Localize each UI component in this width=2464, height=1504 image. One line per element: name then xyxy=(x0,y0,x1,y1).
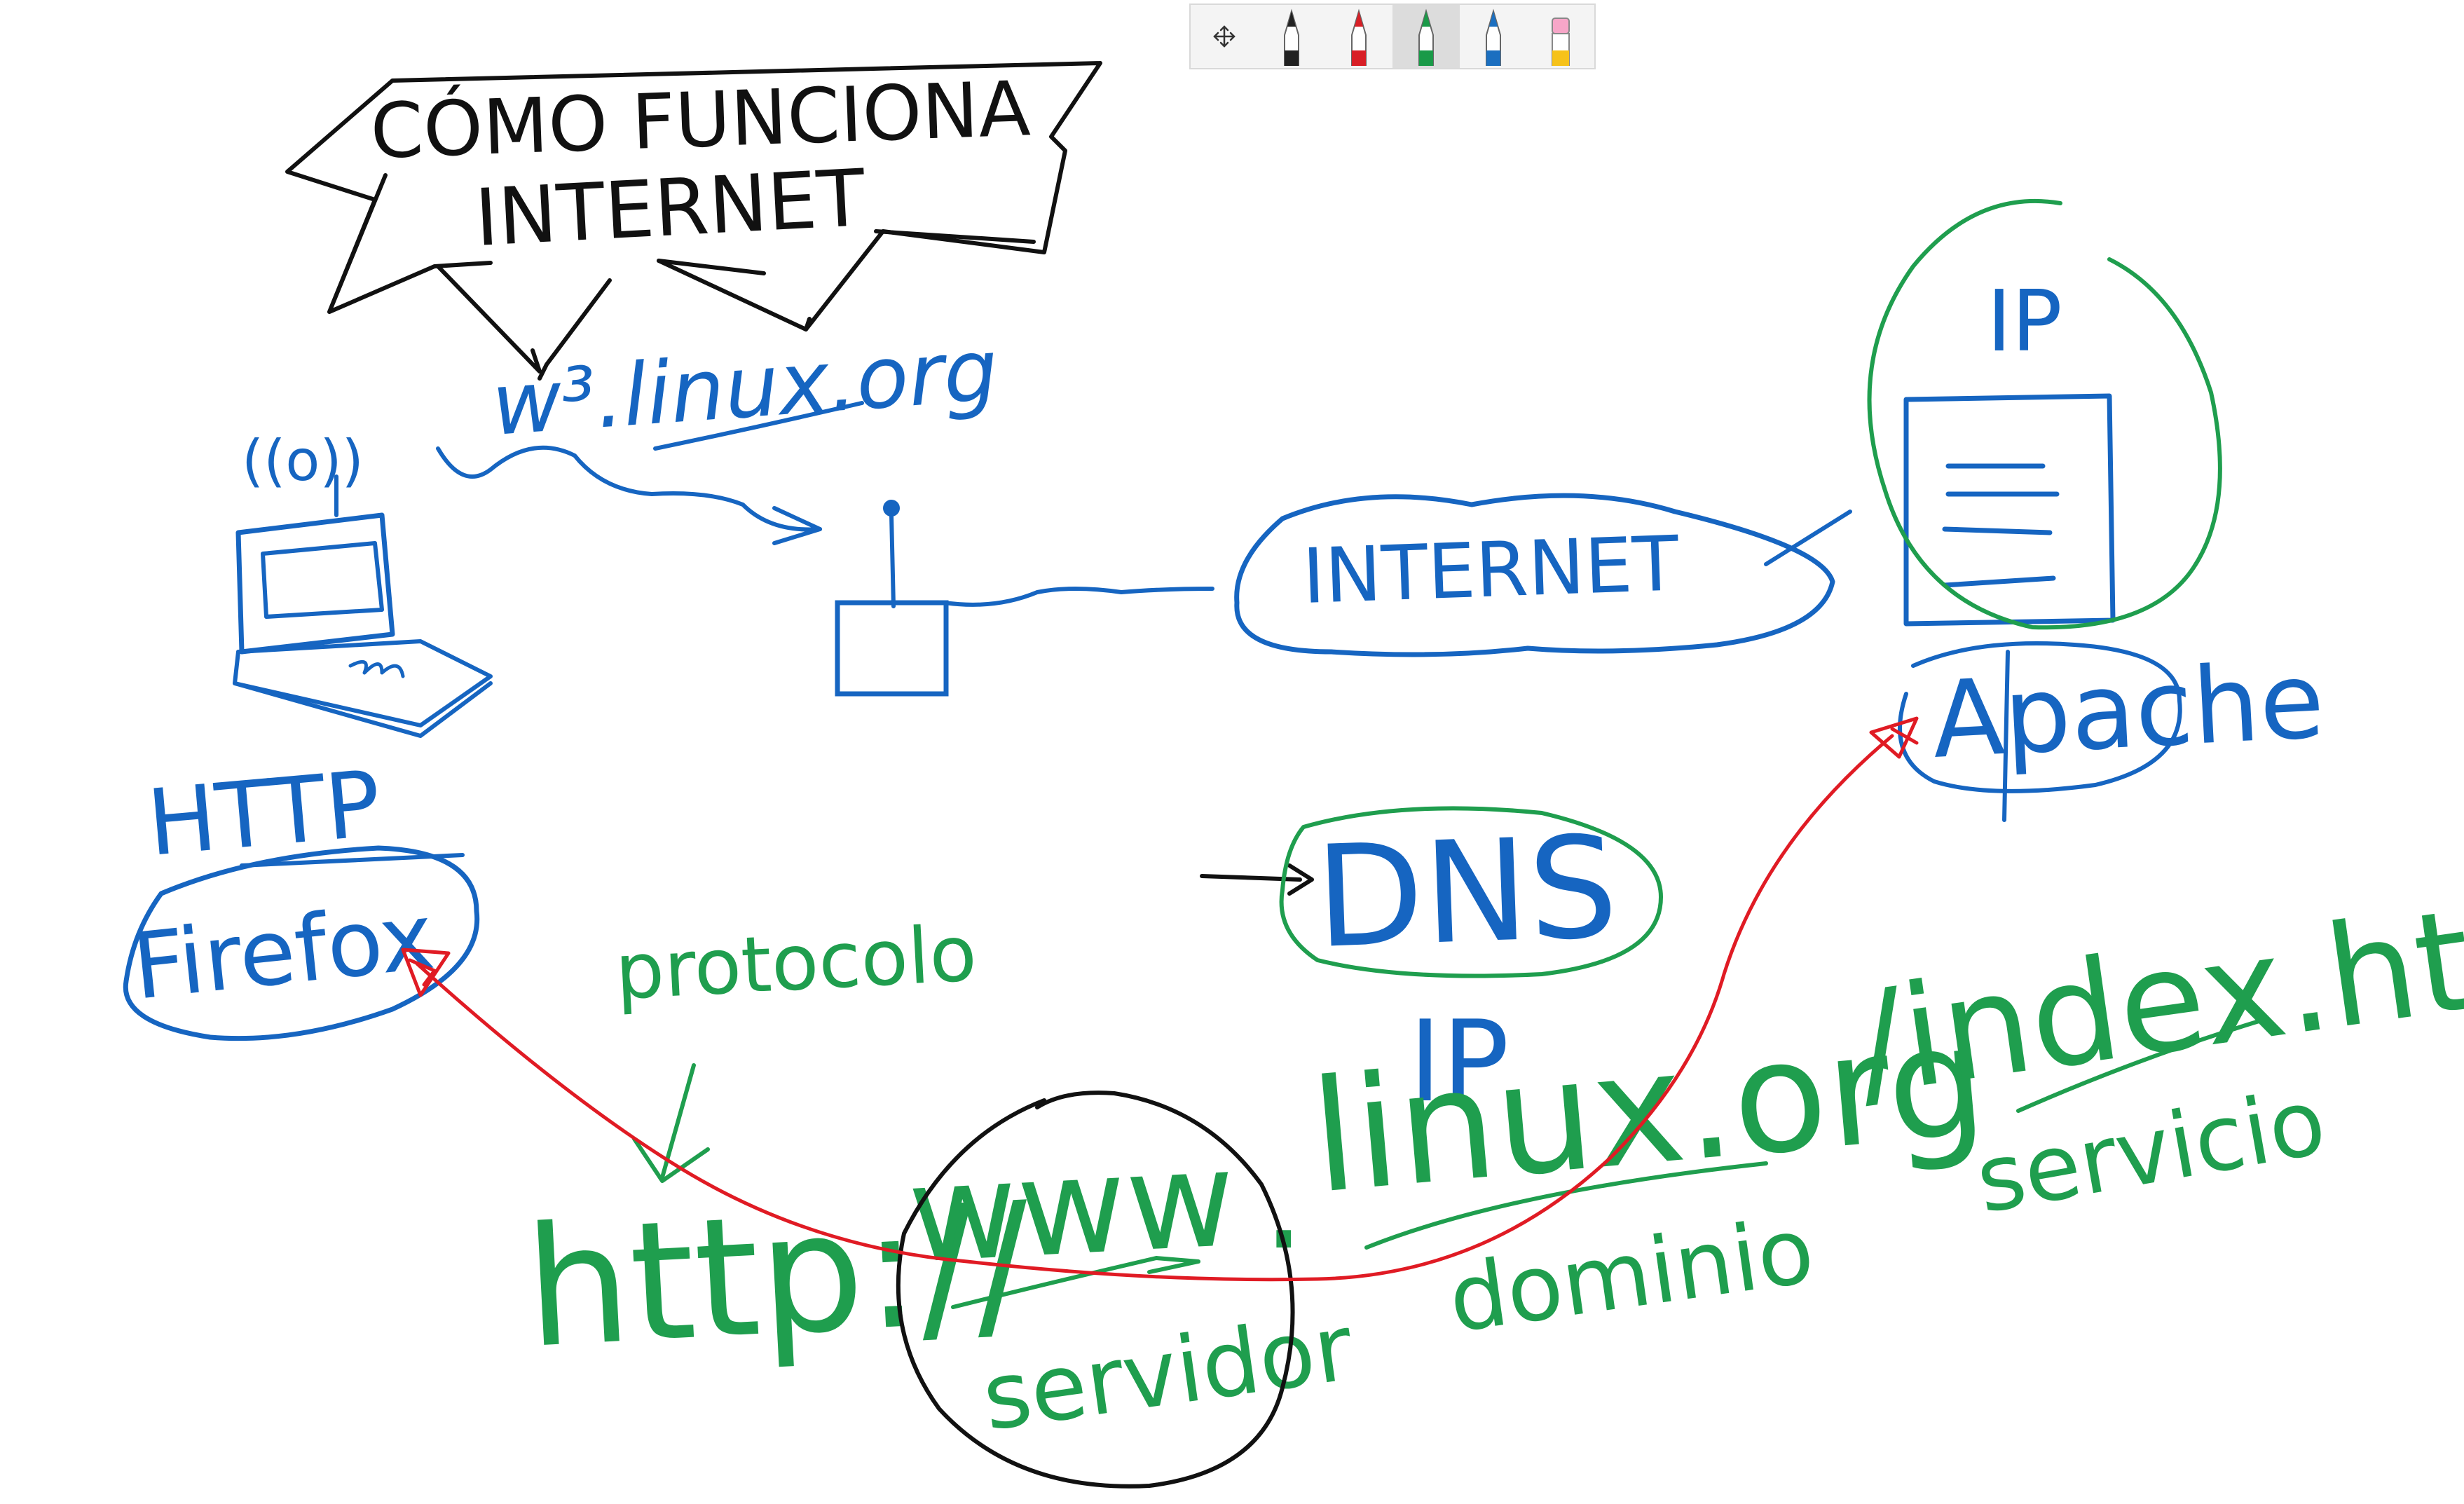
dns-label: DNS xyxy=(1313,806,1620,980)
firefox-label: Firefox xyxy=(128,883,439,1020)
server-ip: IP xyxy=(1987,273,2062,371)
request-path xyxy=(415,734,1894,1282)
pen-red-tool[interactable] xyxy=(1325,5,1392,68)
wifi-signal: ((o)) xyxy=(242,428,364,493)
url-http: http:// xyxy=(521,1168,1036,1385)
path-underline xyxy=(2016,1018,2266,1113)
http-label: HTTP xyxy=(143,750,385,876)
internet-label: INTERNET xyxy=(1301,520,1681,621)
laptop-drawing xyxy=(233,474,493,738)
firefox-drawing xyxy=(123,845,480,1041)
dns-circle xyxy=(1279,806,1663,978)
www-underline xyxy=(951,1256,1200,1309)
internet-cloud xyxy=(1234,493,1852,657)
domain-underline xyxy=(1364,1161,1768,1250)
servidor-circle xyxy=(896,1091,1295,1489)
pen-black-tool[interactable] xyxy=(1258,5,1325,68)
servidor-label: servidor xyxy=(976,1294,1359,1451)
move-tool[interactable] xyxy=(1191,5,1258,68)
move-icon xyxy=(1210,22,1238,50)
top-url-underline xyxy=(653,401,864,451)
title-bubble xyxy=(285,61,1102,381)
apache-label: Apache xyxy=(1929,640,2327,782)
pen-icon xyxy=(1479,7,1507,66)
pen-green-tool[interactable] xyxy=(1392,5,1460,68)
url-path: /index.html xyxy=(1846,854,2464,1127)
protocolo-label: protocolo xyxy=(613,908,979,1017)
pen-icon xyxy=(1412,7,1440,66)
pen-toolbar xyxy=(1189,4,1596,69)
pen-icon xyxy=(1345,7,1373,66)
pen-blue-tool[interactable] xyxy=(1460,5,1527,68)
url-www: www xyxy=(905,1121,1239,1293)
dns-ip: IP xyxy=(1409,996,1510,1127)
highlighter-icon xyxy=(1545,7,1576,66)
dns-arrow xyxy=(1200,863,1314,896)
wifi-wave-arrow xyxy=(436,445,822,532)
title-line-2: INTERNET xyxy=(473,153,868,264)
dominio-label: dominio xyxy=(1442,1196,1820,1353)
apache-drawing xyxy=(1898,641,2182,793)
highlighter-tool[interactable] xyxy=(1527,5,1594,68)
pen-icon xyxy=(1278,7,1306,66)
router-drawing xyxy=(835,500,1214,697)
